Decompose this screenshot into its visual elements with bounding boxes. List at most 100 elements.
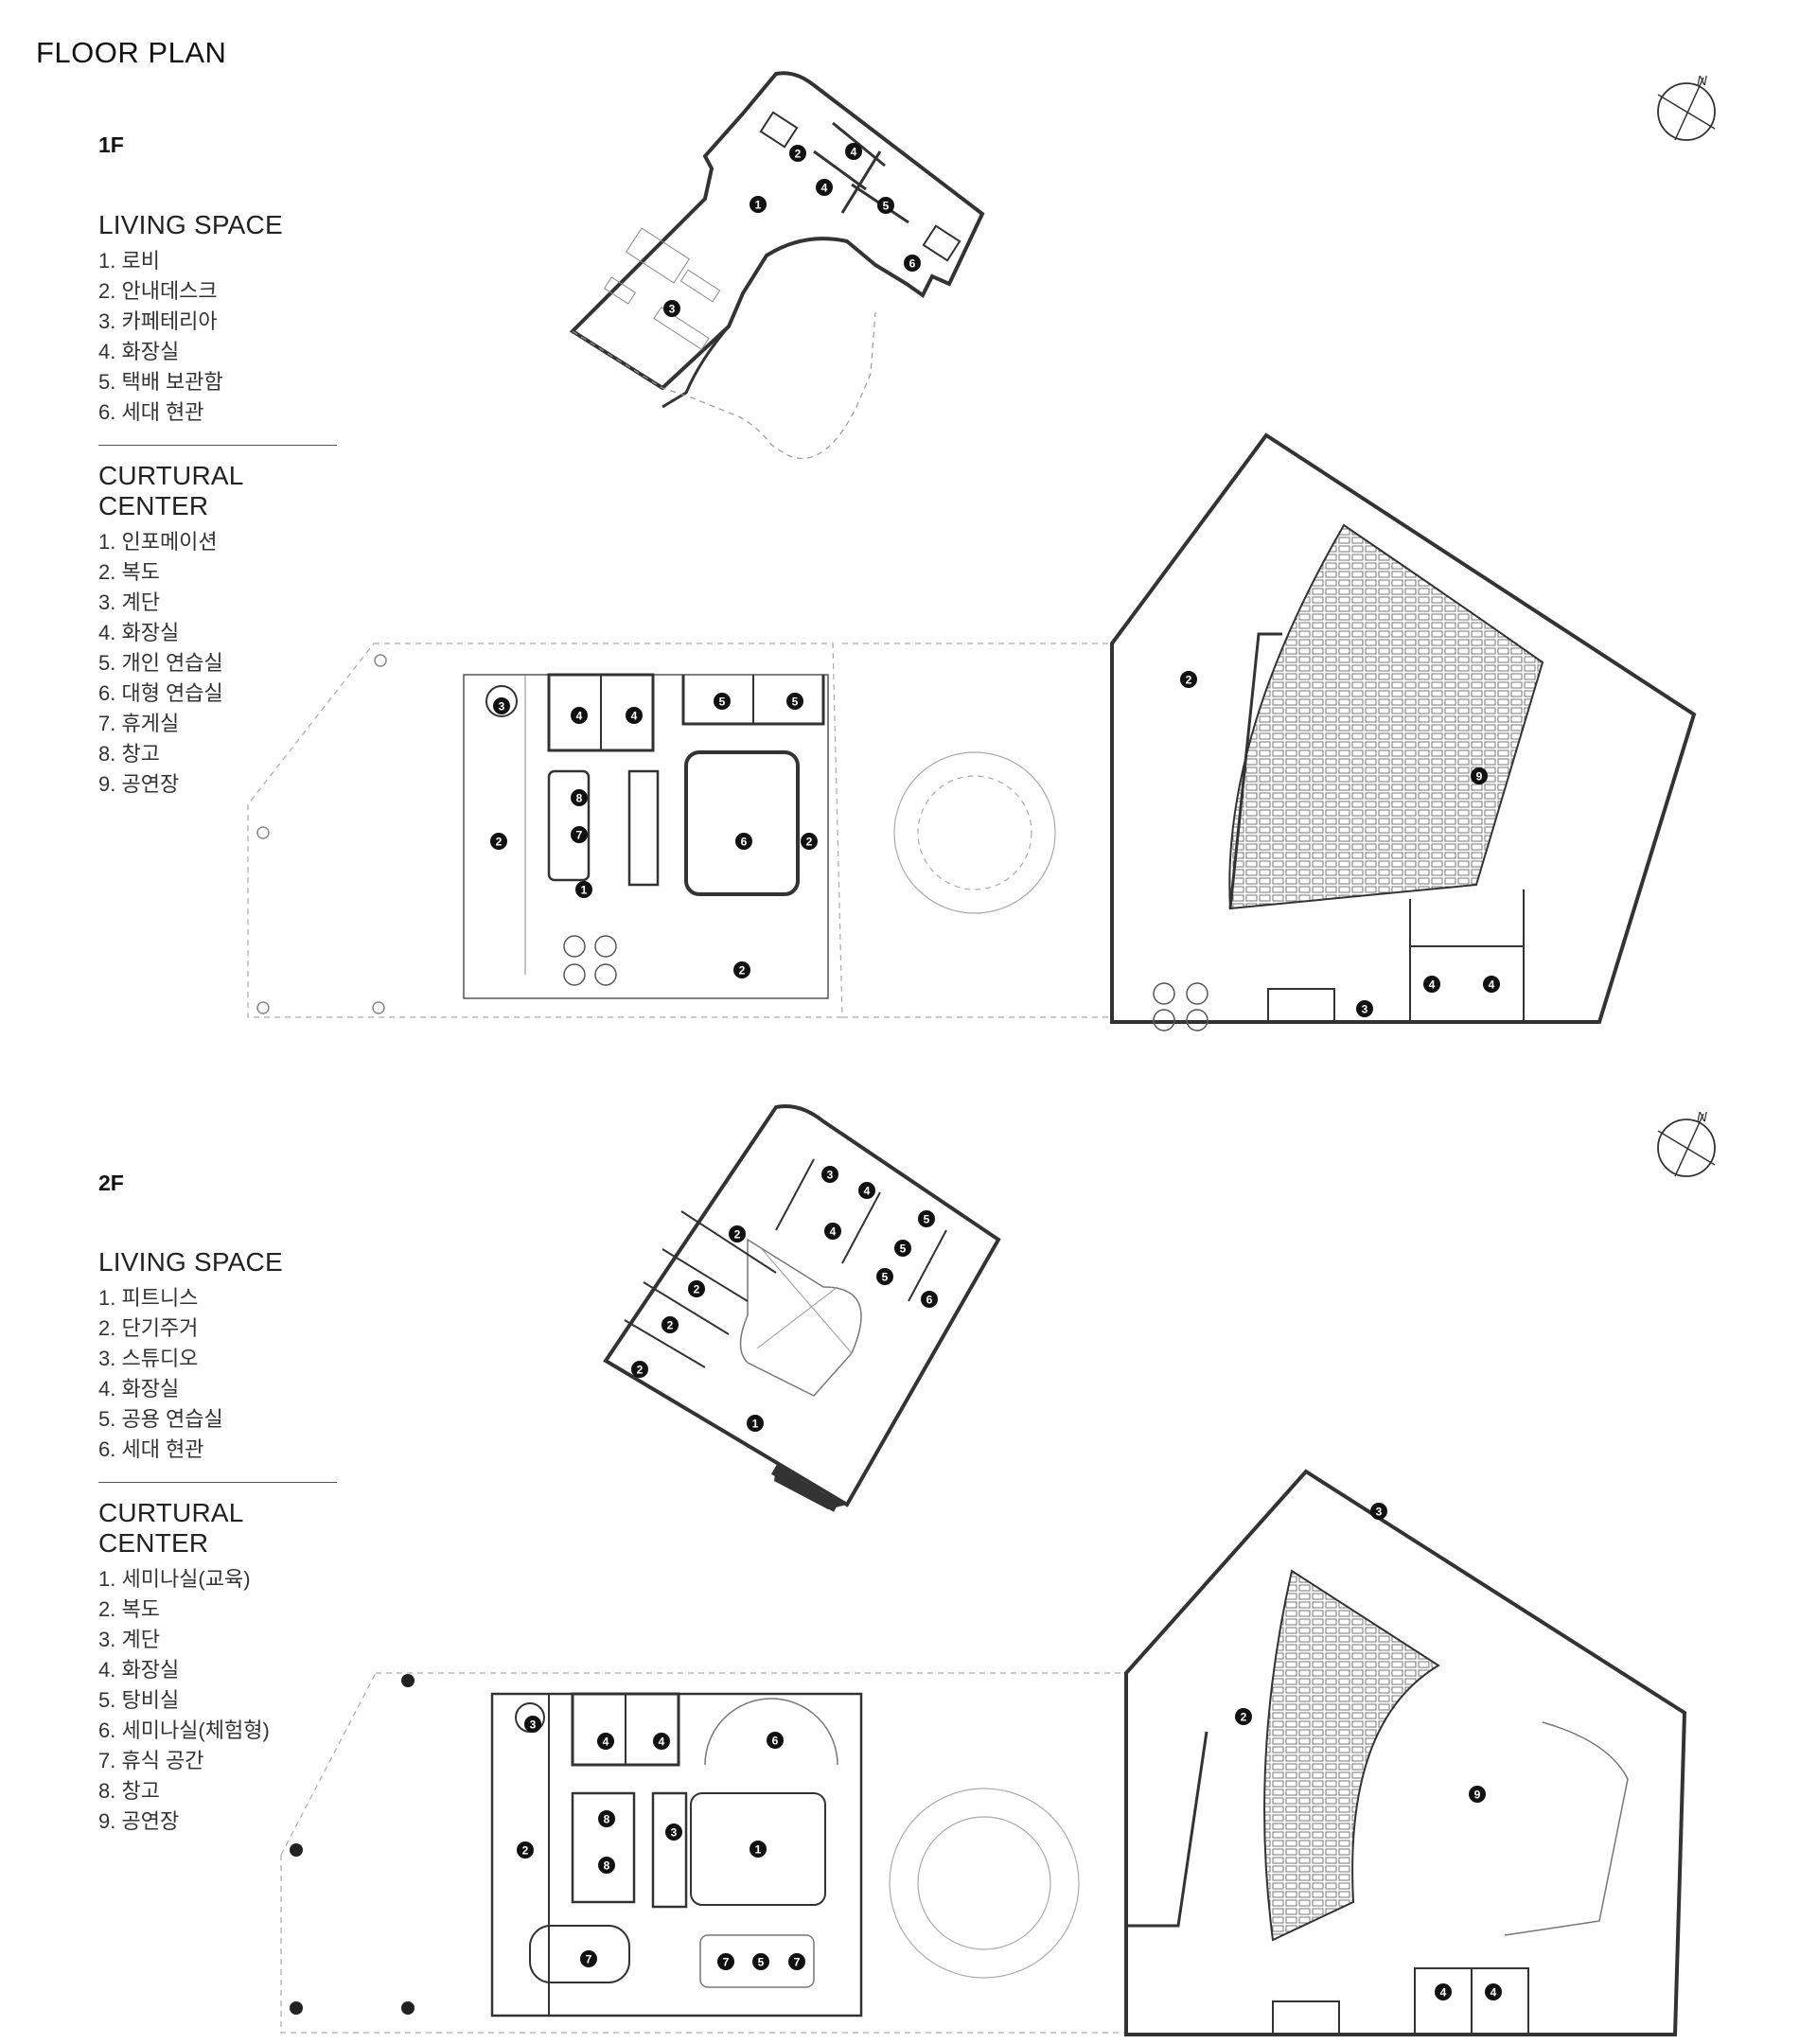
living-space-list: 1. 피트니스 2. 단기주거 3. 스튜디오 4. 화장실 5. 공용 연습실… [98,1283,340,1465]
room-marker-number: 3 [827,1169,834,1182]
room-marker-circle [821,1166,838,1183]
legend-1f: LIVING SPACE 1. 로비 2. 안내데스크 3. 카페테리아 4. … [98,210,340,800]
room-marker-circle [517,1841,534,1859]
legend-item: 6. 대형 연습실 [98,681,223,705]
room-marker-number: 2 [694,1283,700,1296]
north-label: N [1697,1109,1707,1125]
room-marker-number: 5 [792,696,799,709]
room-marker-circle [1356,1000,1373,1017]
legend-item: 2. 안내데스크 [98,279,218,303]
room-marker-number: 2 [1186,674,1192,687]
room-marker-number: 9 [1474,1788,1481,1802]
room-marker-number: 9 [1476,770,1483,784]
room-marker-circle [824,1223,841,1240]
cultural-center-list: 1. 세미나실(교육) 2. 복도 3. 계단 4. 화장실 5. 탕비실 6.… [98,1564,340,1837]
legend-item: 4. 화장실 [98,621,180,644]
room-marker-number: 5 [882,1271,889,1284]
room-marker-circle [598,1810,615,1827]
room-marker-circle [653,1733,670,1750]
room-marker-circle [735,833,752,850]
north-arrow-icon: N [1657,73,1716,141]
room-marker-circle [663,300,680,317]
room-marker-circle [631,1361,648,1378]
room-marker-number: 8 [604,1813,610,1826]
room-marker-number: 1 [581,884,588,897]
room-marker-circle [904,255,921,272]
room-marker-circle [767,1732,784,1749]
room-marker-circle [786,693,803,710]
living-space-title: LIVING SPACE [98,1247,283,1277]
legend-item: 3. 계단 [98,1628,160,1651]
room-marker-circle [733,961,750,978]
room-marker-number: 5 [758,1956,765,1969]
room-marker-number: 5 [900,1242,907,1256]
living-space-list: 1. 로비 2. 안내데스크 3. 카페테리아 4. 화장실 5. 택배 보관함… [98,246,340,428]
room-marker-number: 4 [1489,978,1495,992]
room-marker-number: 4 [659,1736,665,1749]
room-marker-circle [493,697,510,714]
legend-item: 9. 공연장 [98,1809,180,1833]
room-marker-circle [597,1733,614,1750]
cultural-center-title: CURTURAL CENTER [98,1498,243,1558]
room-marker-number: 4 [576,710,583,723]
room-marker-circle [714,693,731,710]
room-marker-circle [747,1415,764,1432]
room-marker-number: 3 [671,1826,678,1840]
room-marker-number: 5 [883,200,890,213]
room-marker-number: 6 [909,257,916,271]
room-marker-number: 2 [496,836,503,849]
legend-item: 2. 단기주거 [98,1316,199,1340]
legend-item: 3. 계단 [98,590,160,614]
room-marker-number: 3 [1362,1003,1368,1016]
room-marker-circle [688,1280,705,1297]
legend-2f: LIVING SPACE 1. 피트니스 2. 단기주거 3. 스튜디오 4. … [98,1247,340,1837]
room-marker-circle [571,826,588,843]
room-marker-circle [801,833,818,850]
legend-item: 7. 휴게실 [98,712,180,735]
room-marker-number: 1 [755,199,762,212]
legend-item: 6. 세대 현관 [98,400,204,424]
room-marker-number: 2 [1241,1711,1247,1724]
room-marker-circle [894,1240,911,1257]
room-marker-circle [490,833,507,850]
room-marker-number: 1 [752,1418,759,1431]
legend-divider [98,445,337,446]
room-marker-circle [662,1316,679,1333]
legend-item: 5. 탕비실 [98,1688,180,1712]
room-marker-number: 7 [586,1953,592,1966]
floor-label-1f: 1F [98,132,124,157]
room-marker-circle [845,143,862,160]
room-marker-number: 8 [576,792,583,805]
legend-divider [98,1482,337,1483]
room-marker-number: 7 [723,1956,730,1969]
north-label: N [1697,73,1707,89]
room-marker-number: 5 [924,1213,930,1226]
north-arrow-icon: N [1657,1109,1716,1177]
room-marker-circle [1435,1983,1452,2000]
room-marker-number: 3 [669,303,676,316]
room-marker-number: 3 [1376,1506,1383,1519]
room-marker-circle [876,1268,893,1285]
legend-item: 5. 공용 연습실 [98,1407,223,1431]
room-marker-circle [571,707,588,724]
room-marker-number: 6 [772,1735,779,1748]
legend-item: 1. 인포메이션 [98,530,218,554]
room-marker-number: 2 [795,148,802,161]
room-marker-number: 4 [830,1225,837,1239]
room-marker-number: 8 [604,1859,610,1873]
room-marker-circle [858,1182,875,1199]
room-marker-circle [788,1953,805,1970]
room-marker-circle [665,1824,682,1841]
legend-item: 9. 공연장 [98,772,180,796]
living-space-title: LIVING SPACE [98,210,283,239]
room-marker-number: 1 [755,1843,762,1857]
room-marker-circle [921,1291,938,1308]
room-marker-number: 4 [864,1185,871,1198]
room-marker-number: 3 [499,700,505,714]
room-marker-circle [750,1841,767,1858]
living-plan-2f [603,1104,1001,1512]
legend-item: 1. 로비 [98,249,160,273]
room-marker-circle [1423,976,1440,993]
